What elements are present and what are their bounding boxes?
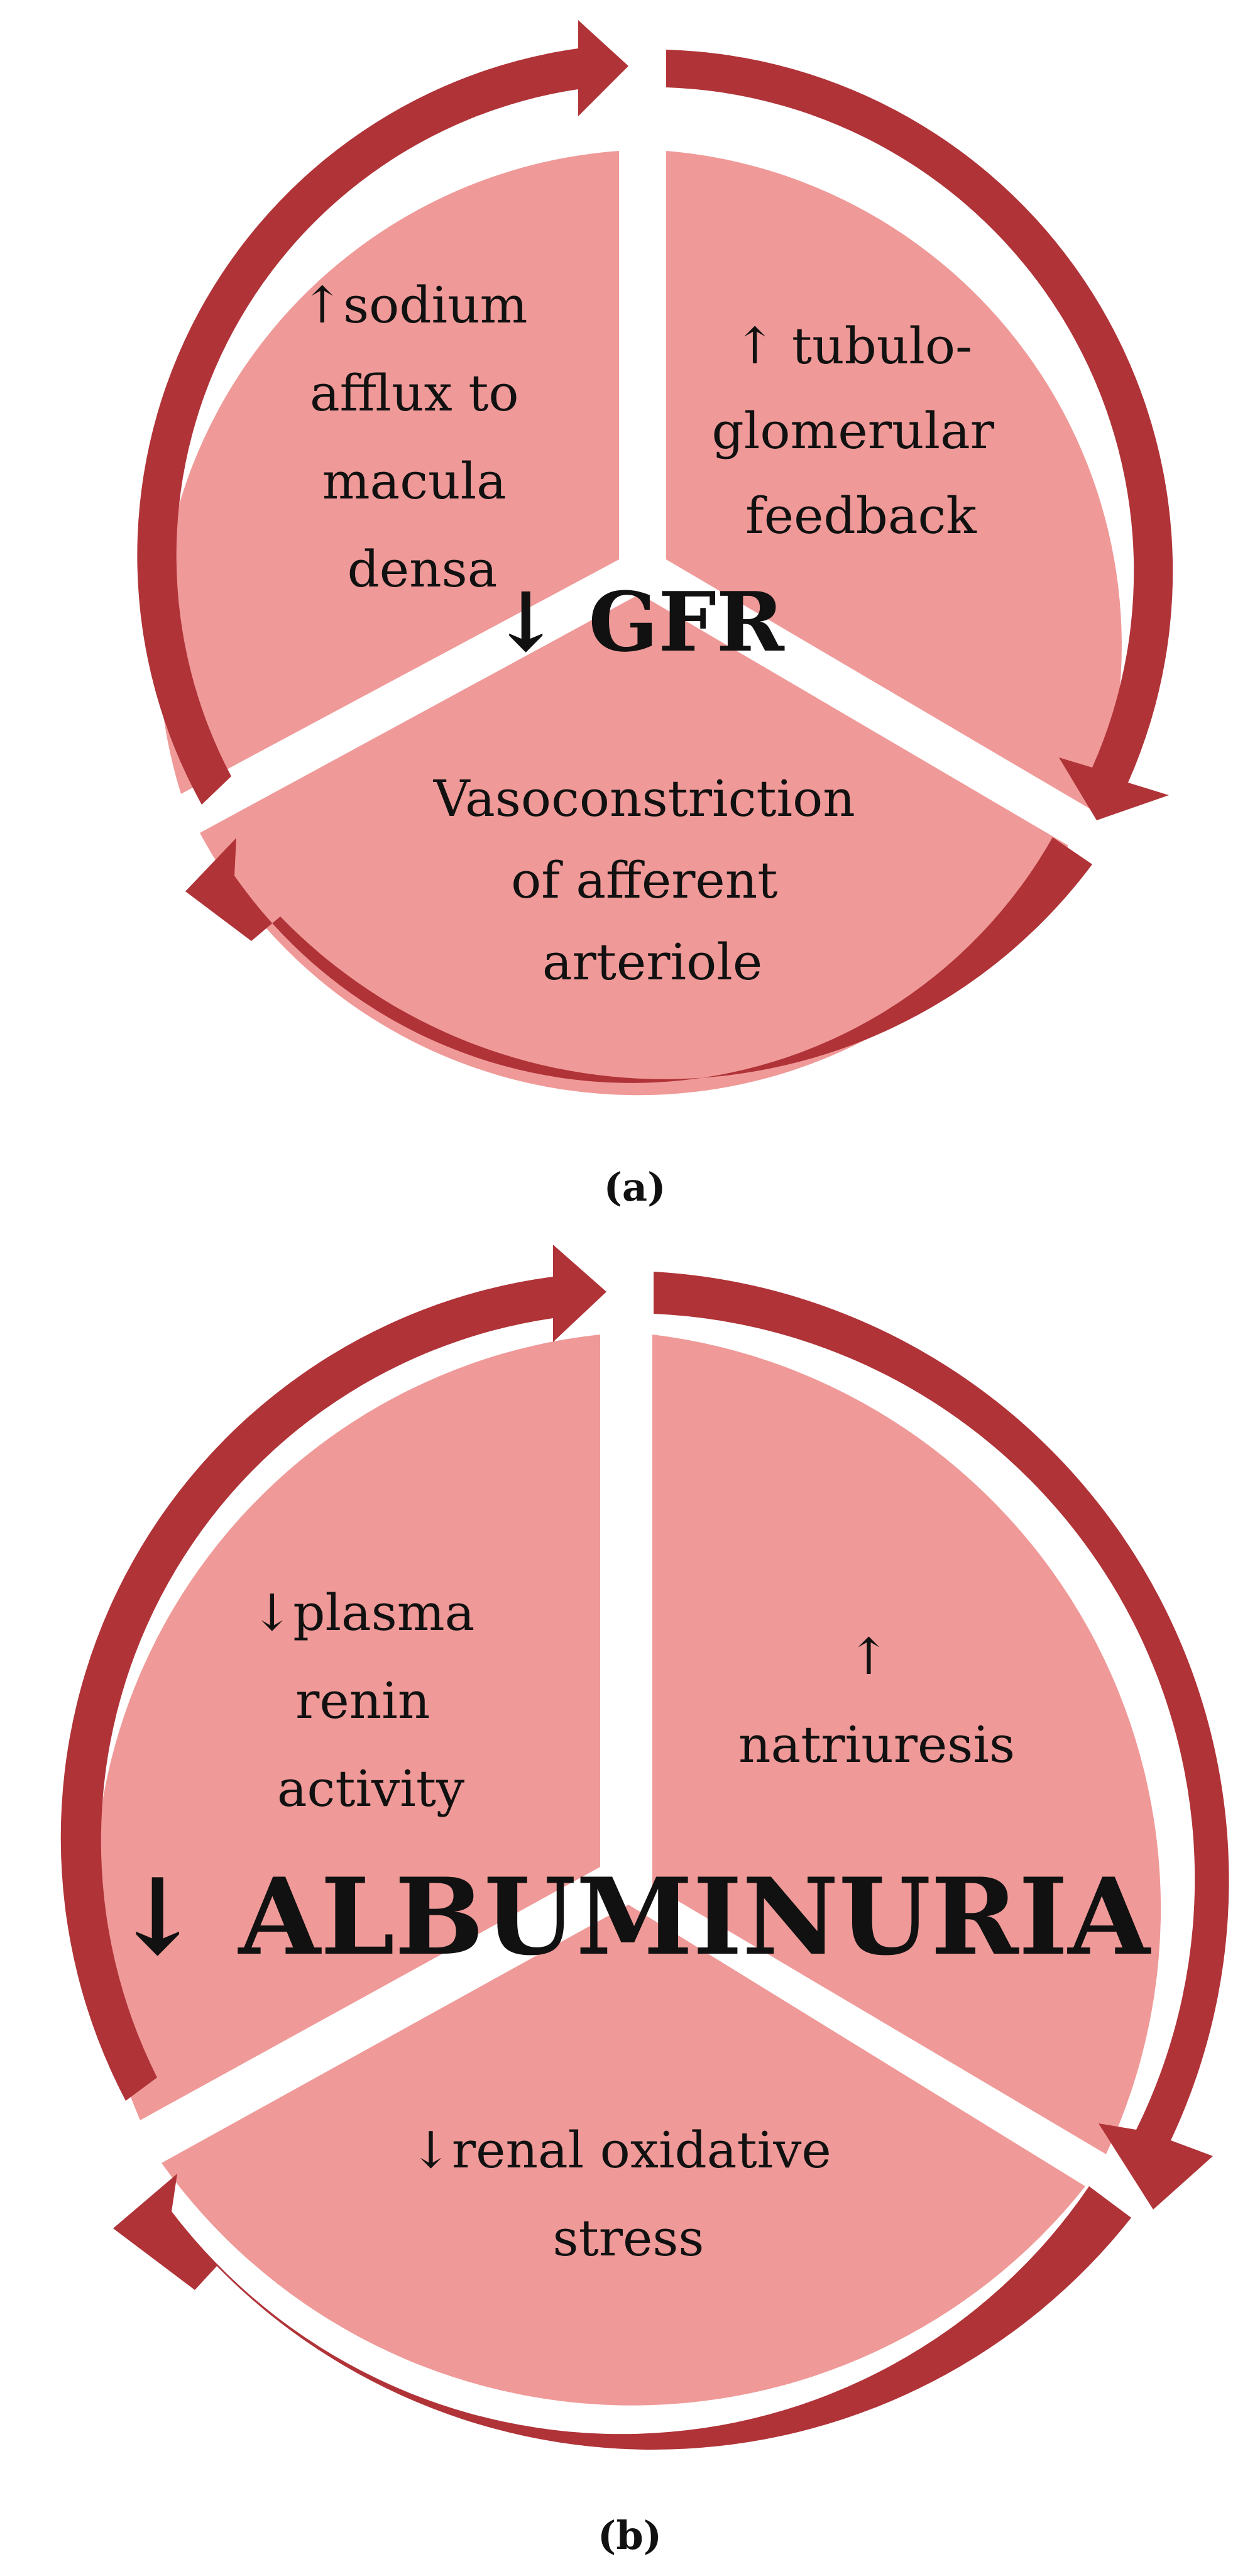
diagram-b-segment-left-text: ↓plasma renin activity <box>251 1583 491 1818</box>
diagram-a-sector-bottom <box>200 594 1068 1096</box>
diagram-b-center-label: ↓ ALBUMINURIA <box>113 1854 1151 1979</box>
diagram-b-sector-left <box>94 1335 600 2120</box>
diagram-b-arrow-bottom <box>113 2174 1131 2450</box>
diagram-b-segment-right-text: ↑ natriuresis <box>738 1627 1015 1774</box>
diagram-b-arrow-left <box>60 1245 606 2101</box>
diagram-a-sector-right <box>666 151 1122 811</box>
diagram-b-sector-right <box>652 1335 1161 2154</box>
diagram-a-segment-bottom-text: Vasoconstriction of afferent arteriole <box>433 769 872 991</box>
diagram-a-arrow-left <box>137 20 629 805</box>
diagram-a-sector-left <box>158 151 620 794</box>
diagram-a: ↑sodium afflux to macula densa ↑ tubulo-… <box>137 20 1173 1210</box>
diagram-a-caption: (a) <box>604 1164 666 1210</box>
diagram-b: ↓plasma renin activity ↑ natriuresis ↓re… <box>60 1245 1229 2558</box>
diagram-a-arrow-bottom <box>185 837 1092 1083</box>
diagram-b-arrow-right <box>654 1272 1229 2210</box>
diagram-b-caption: (b) <box>598 2513 662 2558</box>
diagram-a-arrow-right <box>666 50 1173 820</box>
diagram-b-segment-bottom-text: ↓renal oxidative stress <box>410 2121 847 2267</box>
diagram-a-segment-right-text: ↑ tubulo- glomerular feedback <box>712 317 1011 545</box>
diagram-a-segment-left-text: ↑sodium afflux to macula densa <box>301 276 544 598</box>
diagram-b-sector-bottom <box>162 1905 1085 2406</box>
diagram-a-center-label: ↓ GFR <box>491 574 785 670</box>
